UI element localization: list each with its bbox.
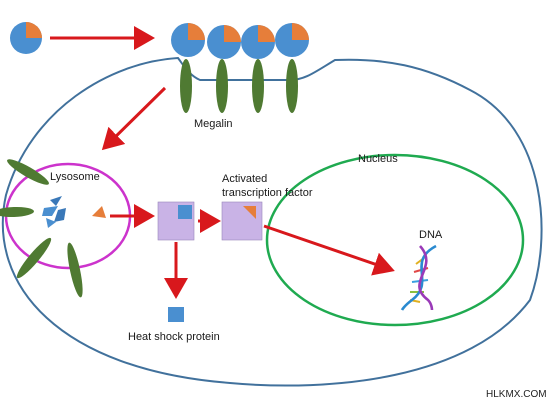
megalin-receptor-icon: [180, 59, 192, 113]
activated-label-line2: transcription factor: [222, 187, 313, 199]
watermark: HLKMX.COM: [486, 389, 547, 400]
bound-ligand-icon: [171, 23, 205, 57]
heat-shock-protein-label: Heat shock protein: [128, 331, 220, 343]
free-ligand-icon: [10, 22, 42, 54]
megalin-receptor-icon: [286, 59, 298, 113]
dna-helix-icon: [400, 244, 437, 311]
activated-label-line1: Activated: [222, 173, 267, 185]
bound-ligand-icon: [241, 25, 275, 59]
receptor-icon: [67, 242, 83, 298]
receptor-icon: [16, 237, 52, 279]
cell-membrane: [1, 56, 543, 387]
dna-label: DNA: [419, 229, 443, 241]
activated-transcription-factor-icon: [221, 201, 263, 241]
lysosome-label: Lysosome: [50, 171, 100, 183]
endocytosis-arrow: [101, 86, 167, 151]
hsp-complex: [157, 201, 195, 241]
nucleus-label: Nucleus: [358, 153, 398, 165]
receptor-icon: [7, 159, 49, 185]
bound-ligands: [171, 23, 309, 59]
released-fragment-icon: [92, 206, 106, 218]
megalin-label: Megalin: [194, 118, 233, 130]
megalin-receptor-icon: [216, 59, 228, 113]
bound-ligand-icon: [207, 25, 241, 59]
transcription-arrow: [263, 224, 395, 276]
degraded-ligand-icon: [42, 196, 66, 228]
bound-ligand-icon: [275, 23, 309, 57]
megalin-receptor-icon: [252, 59, 264, 113]
lysosome-receptors: [0, 159, 83, 298]
heat-shock-protein-icon: [168, 307, 184, 322]
megalin-receptors: [180, 59, 298, 113]
nucleus: [265, 153, 525, 327]
receptor-icon: [0, 206, 34, 218]
